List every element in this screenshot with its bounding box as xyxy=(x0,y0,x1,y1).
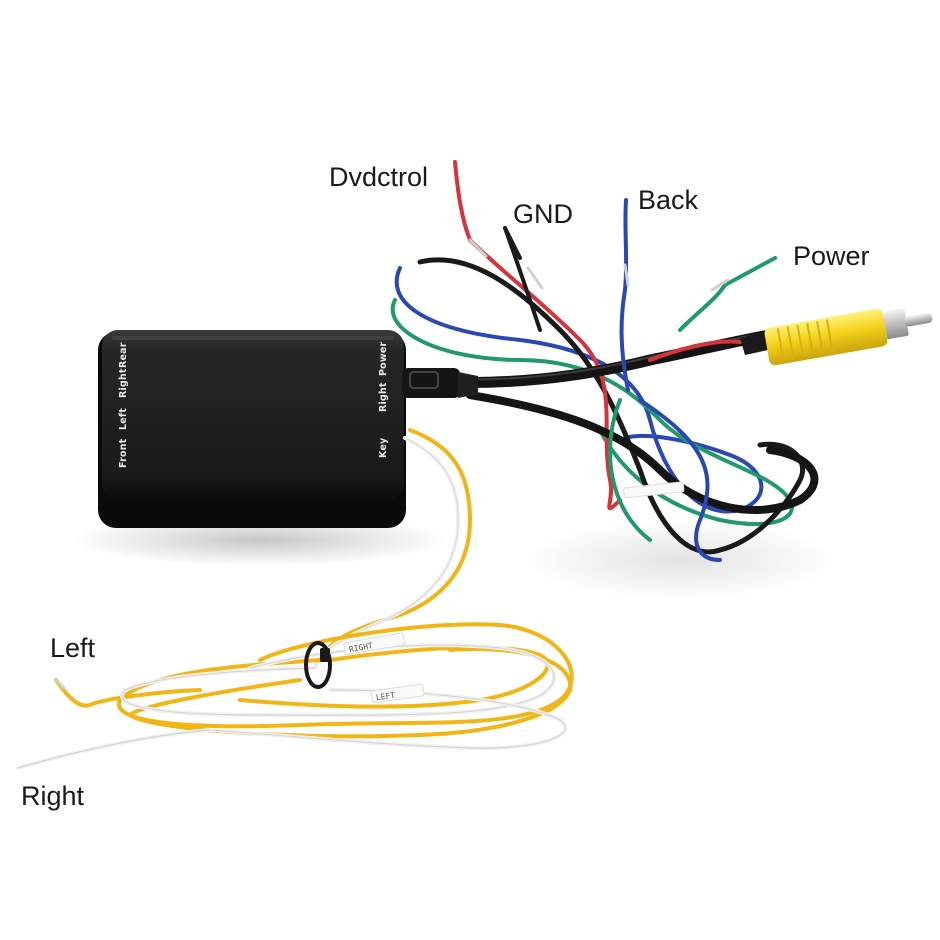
yellow-wire-coil-2 xyxy=(126,647,573,739)
green-wire-strip xyxy=(710,278,730,292)
cable-tie xyxy=(304,641,332,689)
connector-latch xyxy=(409,371,439,389)
main-cable-highlight xyxy=(439,331,771,381)
black-wire-end-2 xyxy=(503,226,522,260)
module-top xyxy=(102,330,404,500)
callout-left: Left xyxy=(50,633,96,663)
print-right-output: Right xyxy=(378,382,389,412)
blue-wire-end xyxy=(619,198,630,392)
yellow-wire-strip xyxy=(54,678,66,690)
module-connector xyxy=(402,368,478,398)
print-power: Power xyxy=(378,341,389,376)
module-edge-highlight xyxy=(112,336,394,340)
black-wire-strip xyxy=(526,266,544,290)
right-wire-harness xyxy=(390,238,819,562)
green-wire-end xyxy=(678,256,777,332)
wire-tags: RIGHT LEFT xyxy=(343,481,685,704)
blue-wire-strip xyxy=(623,263,630,287)
connector-boot xyxy=(458,372,478,398)
wire-ends xyxy=(453,160,777,392)
red-wire-end xyxy=(453,160,472,242)
green-wire-strand xyxy=(608,398,652,542)
speaker-wire-bundle xyxy=(16,428,574,770)
green-wire-loop xyxy=(390,298,794,526)
print-front: Front xyxy=(118,438,129,468)
control-module-box: Front Left Right Rear Key Right Power xyxy=(98,330,406,528)
print-left: Left xyxy=(118,408,129,430)
wire-tag-left: LEFT xyxy=(375,691,396,703)
wire-tag-right: RIGHT xyxy=(348,641,373,654)
callout-power: Power xyxy=(793,241,870,271)
yellow-wire-coil-3 xyxy=(238,645,550,709)
blue-wire-loop xyxy=(394,266,764,514)
white-wire-outline xyxy=(314,437,459,669)
module-print-labels: Front Left Right Rear Key Right Power xyxy=(118,341,389,468)
print-right-input: Right xyxy=(118,368,129,398)
rca-yellow-body xyxy=(764,308,888,366)
callout-right: Right xyxy=(21,781,85,811)
white-wire-coil-1-outline xyxy=(121,644,555,716)
connector-housing xyxy=(402,368,460,398)
white-wire-tail-outline xyxy=(17,729,211,769)
rca-strain-relief xyxy=(740,330,768,355)
red-wire-to-rca xyxy=(648,339,742,362)
rca-metal-collar xyxy=(882,308,909,340)
callout-back: Back xyxy=(638,185,699,215)
harness-shadow xyxy=(520,520,840,600)
blue-wire-strand xyxy=(638,398,722,562)
callout-dvdctrol: Dvdctrol xyxy=(329,162,429,192)
white-wire-coil-2-outline xyxy=(209,689,566,749)
print-key: Key xyxy=(378,437,389,458)
red-wire-strip xyxy=(468,238,488,258)
callout-gnd: GND xyxy=(513,199,573,229)
yellow-wire-tail xyxy=(54,678,202,708)
yellow-wire-feed xyxy=(318,428,473,662)
rca-metal-pin xyxy=(904,312,933,327)
cable-tie-head xyxy=(320,648,330,662)
yellow-wire-coil-1 xyxy=(116,622,574,729)
rca-plug xyxy=(740,308,933,366)
red-wire-loop xyxy=(468,238,622,511)
print-rear: Rear xyxy=(118,342,129,368)
white-wire-tail xyxy=(16,728,212,770)
